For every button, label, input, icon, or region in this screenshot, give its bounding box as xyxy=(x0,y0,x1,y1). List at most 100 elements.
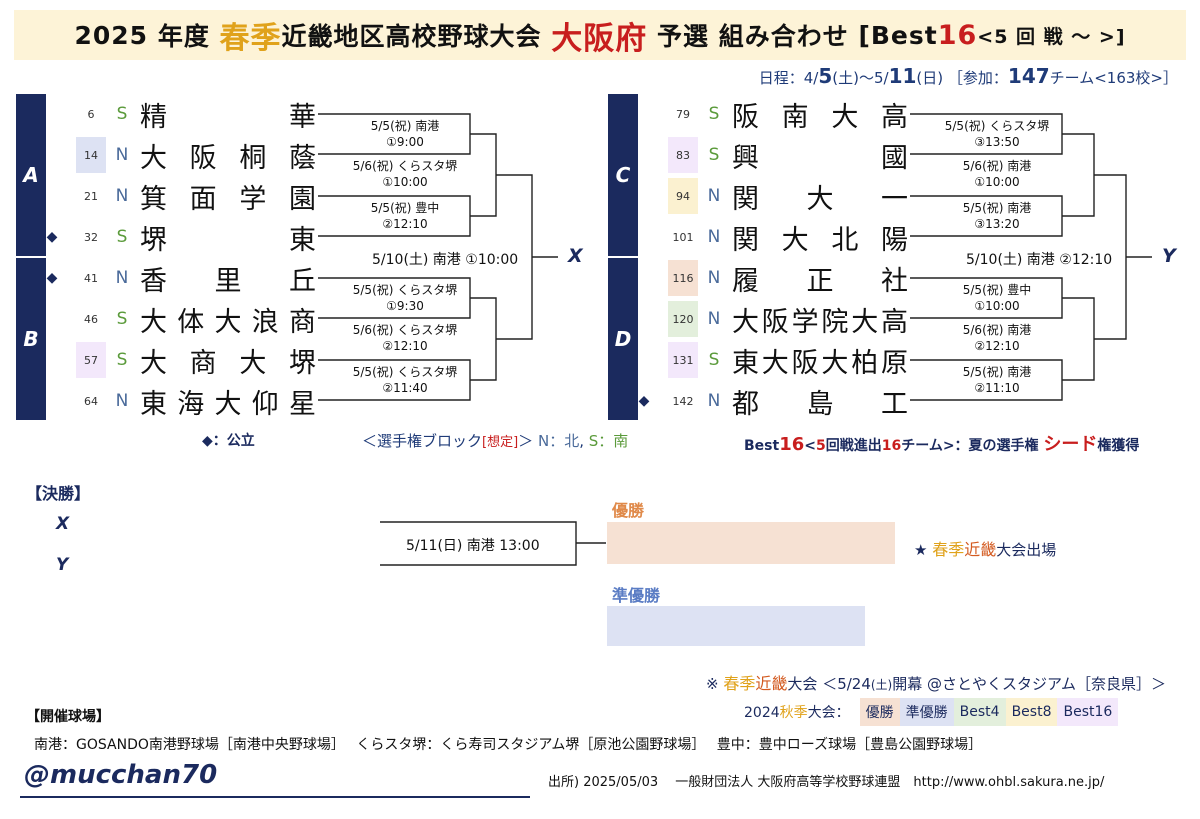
team-area: S xyxy=(116,309,128,329)
fall-result-chip: 優勝 xyxy=(859,698,900,726)
left-team-row: 21 N 箕面学園 xyxy=(76,176,316,216)
right-team-row: 83 S 興國 xyxy=(668,135,908,175)
left-team-row: 14 N 大阪桐蔭 xyxy=(76,135,316,175)
team-area: N xyxy=(707,309,721,329)
final-game-label: 5/11(日) 南港 13:00 xyxy=(406,538,540,554)
team-name: 香里丘 xyxy=(140,265,316,297)
block-a-label: A xyxy=(16,94,46,256)
team-seed-number: 21 xyxy=(84,189,98,203)
team-seed-number: 57 xyxy=(76,342,106,378)
team-area: S xyxy=(708,145,720,165)
team-area: N xyxy=(707,391,721,411)
team-name: 大体大浪商 xyxy=(140,306,316,338)
team-area: S xyxy=(116,104,128,124)
team-name: 関大一 xyxy=(732,183,908,215)
team-name: 履正社 xyxy=(732,265,908,297)
team-name: 関大北陽 xyxy=(732,224,908,256)
block-b-label: B xyxy=(16,258,46,420)
team-area: S xyxy=(708,104,720,124)
right-team-row: 120 N 大阪学院大高 xyxy=(668,299,908,339)
author-account: @mucchan70 xyxy=(24,760,218,790)
winner-x-label: X xyxy=(568,245,583,267)
team-seed-number: 6 xyxy=(87,107,95,121)
team-area: N xyxy=(707,227,721,247)
right-team-row: 131 S 東大阪大柏原 xyxy=(668,340,908,380)
team-seed-number: 32 xyxy=(84,230,98,244)
champion-box xyxy=(607,522,895,564)
venue-list: 南港：GOSANDO南港野球場［南港中央野球場］ くらスタ堺：くら寿司スタジアム… xyxy=(34,737,983,753)
team-seed-number: 101 xyxy=(672,230,694,244)
team-area: N xyxy=(115,145,129,165)
team-seed-number: 94 xyxy=(668,178,698,214)
right-team-row: 101 N 関大北陽 xyxy=(668,217,908,257)
team-area: S xyxy=(116,227,128,247)
team-area: N xyxy=(115,391,129,411)
team-name: 東海大仰星 xyxy=(140,388,316,420)
kinki-qualify-note: ★ 春季近畿大会出場 xyxy=(914,540,1057,559)
team-area: S xyxy=(708,350,720,370)
venue-title: 【開催球場】 xyxy=(26,709,110,725)
public-school-diamond-icon: ◆ xyxy=(46,270,58,286)
team-seed-number: 46 xyxy=(84,312,98,326)
team-seed-number: 79 xyxy=(676,107,690,121)
left-team-row: 6 S 精華 xyxy=(76,94,317,134)
block-c-label: C xyxy=(608,94,638,256)
team-name: 箕面学園 xyxy=(140,183,316,215)
team-area: N xyxy=(115,186,129,206)
team-name: 都島工 xyxy=(732,388,908,420)
team-name: 精華 xyxy=(140,101,316,133)
runner-up-label: 準優勝 xyxy=(612,586,661,605)
winner-y-label: Y xyxy=(1162,245,1176,267)
fall-result-chip: Best8 xyxy=(1005,698,1058,726)
public-school-diamond-icon: ◆ xyxy=(638,393,650,409)
left-team-row: 46 S 大体大浪商 xyxy=(76,299,316,339)
public-school-diamond-icon: ◆ xyxy=(46,229,58,245)
block-d-label: D xyxy=(608,258,638,420)
page-title: 2025 年度 春季 近畿地区高校野球大会 大阪府 予選 組み合わせ [Best… xyxy=(74,19,1126,57)
schedule-line: 日程：4/5(土)〜5/11(日) ［参加：147チーム<163校>］ xyxy=(758,64,1178,88)
team-name: 大阪桐蔭 xyxy=(140,142,316,174)
semifinal-label-right: 5/10(土) 南港 ②12:10 xyxy=(966,252,1113,268)
best16-legend: Best16<5回戦進出16チーム>：夏の選手権 シード権獲得 xyxy=(744,434,1140,455)
team-area: N xyxy=(707,268,721,288)
fall-result-chip: 準優勝 xyxy=(899,698,954,726)
block-legend: ＜選手権ブロック[想定]＞ N：北, S：南 xyxy=(362,432,629,450)
team-name: 東大阪大柏原 xyxy=(732,347,908,379)
team-name: 大商大堺 xyxy=(140,347,316,379)
team-seed-number: 131 xyxy=(668,342,698,378)
team-seed-number: 41 xyxy=(84,271,98,285)
team-seed-number: 120 xyxy=(668,301,698,337)
team-seed-number: 14 xyxy=(76,137,106,173)
team-seed-number: 64 xyxy=(84,394,98,408)
team-seed-number: 83 xyxy=(668,137,698,173)
kinki-tournament-note: ※ 春季近畿大会 ＜5/24(土)開幕 @さとやくスタジアム［奈良県］＞ xyxy=(706,674,1166,693)
team-name: 興國 xyxy=(732,142,908,174)
runner-up-box xyxy=(607,606,865,646)
account-underline xyxy=(20,796,530,798)
fall-result-chip: Best16 xyxy=(1057,698,1119,726)
title-bar xyxy=(14,10,1186,60)
left-team-row: 64 N 東海大仰星 xyxy=(76,381,316,421)
source-line: 出所) 2025/05/03 一般財団法人 大阪府高等学校野球連盟 http:/… xyxy=(548,775,1105,790)
final-title: 【決勝】 xyxy=(26,484,91,503)
champion-label: 優勝 xyxy=(612,501,645,520)
star-icon: ★ xyxy=(914,541,928,559)
team-name: 大阪学院大高 xyxy=(732,306,908,338)
